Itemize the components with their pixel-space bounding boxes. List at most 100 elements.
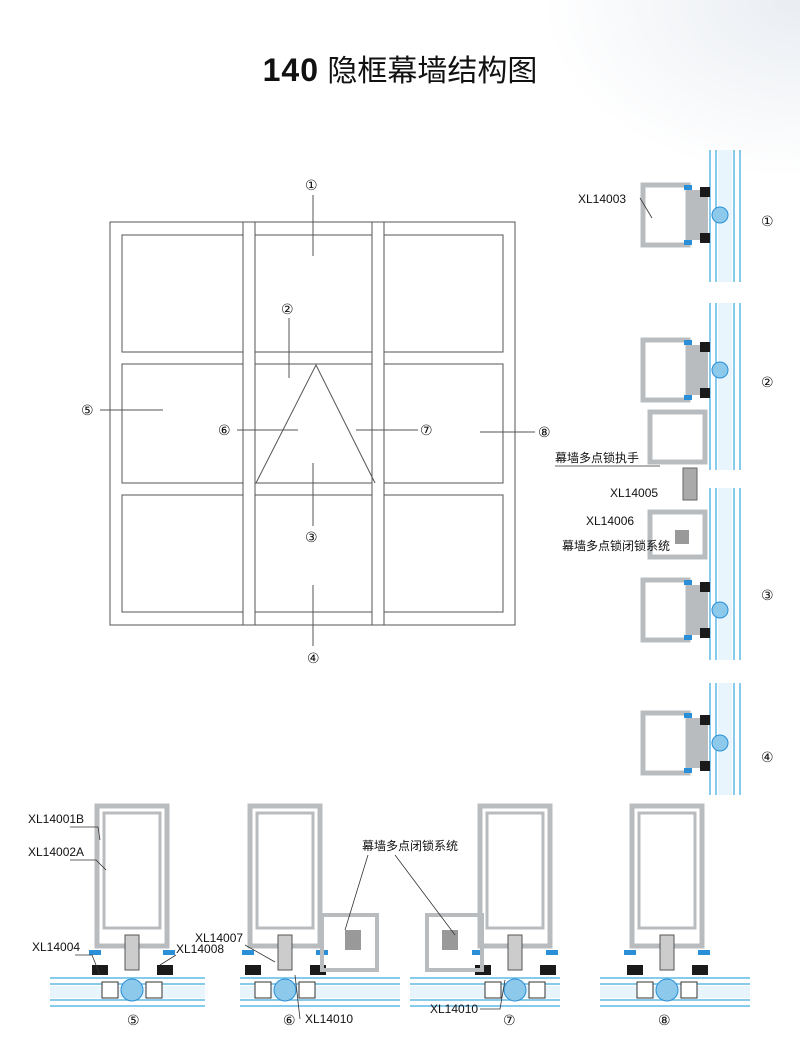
seal-strip xyxy=(684,635,692,640)
spacer-block xyxy=(298,981,316,999)
structural-gasket xyxy=(700,342,710,352)
spacer-block xyxy=(145,981,163,999)
backer-rod xyxy=(273,978,297,1002)
hsec-marker-7: ⑦ xyxy=(503,1013,516,1029)
seal-strip xyxy=(89,950,101,955)
backer-rod xyxy=(655,978,679,1002)
label-xl14002a: XL14002A xyxy=(28,845,84,859)
mullion-inner xyxy=(485,811,545,930)
structural-gasket xyxy=(245,965,261,975)
backer-rod xyxy=(711,734,729,752)
backer-rod xyxy=(711,601,729,619)
seal-strip xyxy=(698,950,710,955)
label-lock-system-h: 幕墙多点闭锁系统 xyxy=(362,838,458,853)
marker-1: ① xyxy=(305,178,318,194)
label-xl14003: XL14003 xyxy=(578,192,626,206)
title-text: 隐框幕墙结构图 xyxy=(327,55,538,88)
structural-gasket xyxy=(540,965,556,975)
glass-cavity xyxy=(718,488,732,660)
bolt xyxy=(277,934,293,971)
horizontal-section-view xyxy=(50,803,750,1007)
vsec-marker-1: ① xyxy=(761,214,774,230)
lock-handle xyxy=(682,467,698,501)
panel xyxy=(383,494,504,613)
panel xyxy=(383,363,504,484)
seal-strip xyxy=(684,713,692,718)
spacer-block xyxy=(484,981,502,999)
spacer-block xyxy=(101,981,119,999)
bolt xyxy=(659,934,675,971)
seal-strip xyxy=(624,950,636,955)
mullion-inner xyxy=(255,811,315,930)
seal-strip xyxy=(163,950,175,955)
panel xyxy=(383,234,504,353)
backer-rod xyxy=(503,978,527,1002)
page-title: 140 隐框幕墙结构图 xyxy=(0,46,800,90)
structural-gasket xyxy=(700,582,710,592)
backer-rod xyxy=(711,206,729,224)
glass-cavity xyxy=(718,303,732,470)
frame-profile xyxy=(688,585,708,635)
marker-3: ③ xyxy=(305,530,318,546)
seal-strip xyxy=(684,185,692,190)
outer-frame xyxy=(109,221,516,626)
marker-4: ④ xyxy=(307,651,320,667)
vsec-marker-4: ④ xyxy=(761,750,774,766)
structural-gasket xyxy=(700,761,710,771)
structural-gasket xyxy=(692,965,708,975)
seal-strip xyxy=(242,950,254,955)
hsec-marker-8: ⑧ xyxy=(658,1013,671,1029)
mullion-inner xyxy=(637,811,697,930)
mullion-inner xyxy=(102,811,162,930)
frame-profile xyxy=(688,190,708,240)
label-xl14006: XL14006 xyxy=(586,514,634,528)
seal-strip xyxy=(684,768,692,773)
structural-gasket xyxy=(627,965,643,975)
seal-strip xyxy=(684,340,692,345)
seal-strip xyxy=(684,240,692,245)
vsec-marker-2: ② xyxy=(761,375,774,391)
label-xl14008: XL14008 xyxy=(176,942,224,956)
vertical-section-view xyxy=(640,150,741,795)
seal-strip xyxy=(546,950,558,955)
label-xl14007: XL14007 xyxy=(195,931,243,945)
marker-6: ⑥ xyxy=(218,423,231,439)
elevation-view xyxy=(100,195,535,646)
mullion-profile xyxy=(477,803,553,949)
bolt xyxy=(507,934,523,971)
marker-7: ⑦ xyxy=(420,423,433,439)
structural-gasket xyxy=(157,965,173,975)
structural-gasket xyxy=(92,965,108,975)
hsec-marker-6: ⑥ xyxy=(283,1013,296,1029)
structural-gasket xyxy=(700,233,710,243)
label-xl14004: XL14004 xyxy=(32,940,80,954)
seal-strip xyxy=(684,580,692,585)
marker-2: ② xyxy=(281,302,294,318)
vent-frame-profile xyxy=(647,409,708,465)
panel xyxy=(121,494,244,613)
spacer-block xyxy=(636,981,654,999)
panel xyxy=(121,234,244,353)
label-xl14005: XL14005 xyxy=(610,486,658,500)
vsec-marker-3: ③ xyxy=(761,588,774,604)
mullion-profile xyxy=(640,577,691,643)
label-lock-system: 幕墙多点锁闭锁系统 xyxy=(562,538,670,553)
spacer-block xyxy=(680,981,698,999)
title-number: 140 xyxy=(262,52,320,88)
vent-frame-profile xyxy=(647,509,708,560)
backer-rod xyxy=(120,978,144,1002)
seal-strip xyxy=(684,395,692,400)
spacer-block xyxy=(528,981,546,999)
label-xl14001b: XL14001B xyxy=(28,812,84,826)
hsec-marker-5: ⑤ xyxy=(127,1013,140,1029)
lock-mechanism xyxy=(345,930,361,950)
structural-gasket xyxy=(700,388,710,398)
mullion-profile xyxy=(629,803,705,949)
seal-strip xyxy=(472,950,484,955)
frame-profile xyxy=(688,718,708,768)
background-gradient xyxy=(540,0,800,180)
backer-rod xyxy=(711,361,729,379)
open-indicator-triangle xyxy=(255,363,376,484)
structural-gasket xyxy=(310,965,326,975)
